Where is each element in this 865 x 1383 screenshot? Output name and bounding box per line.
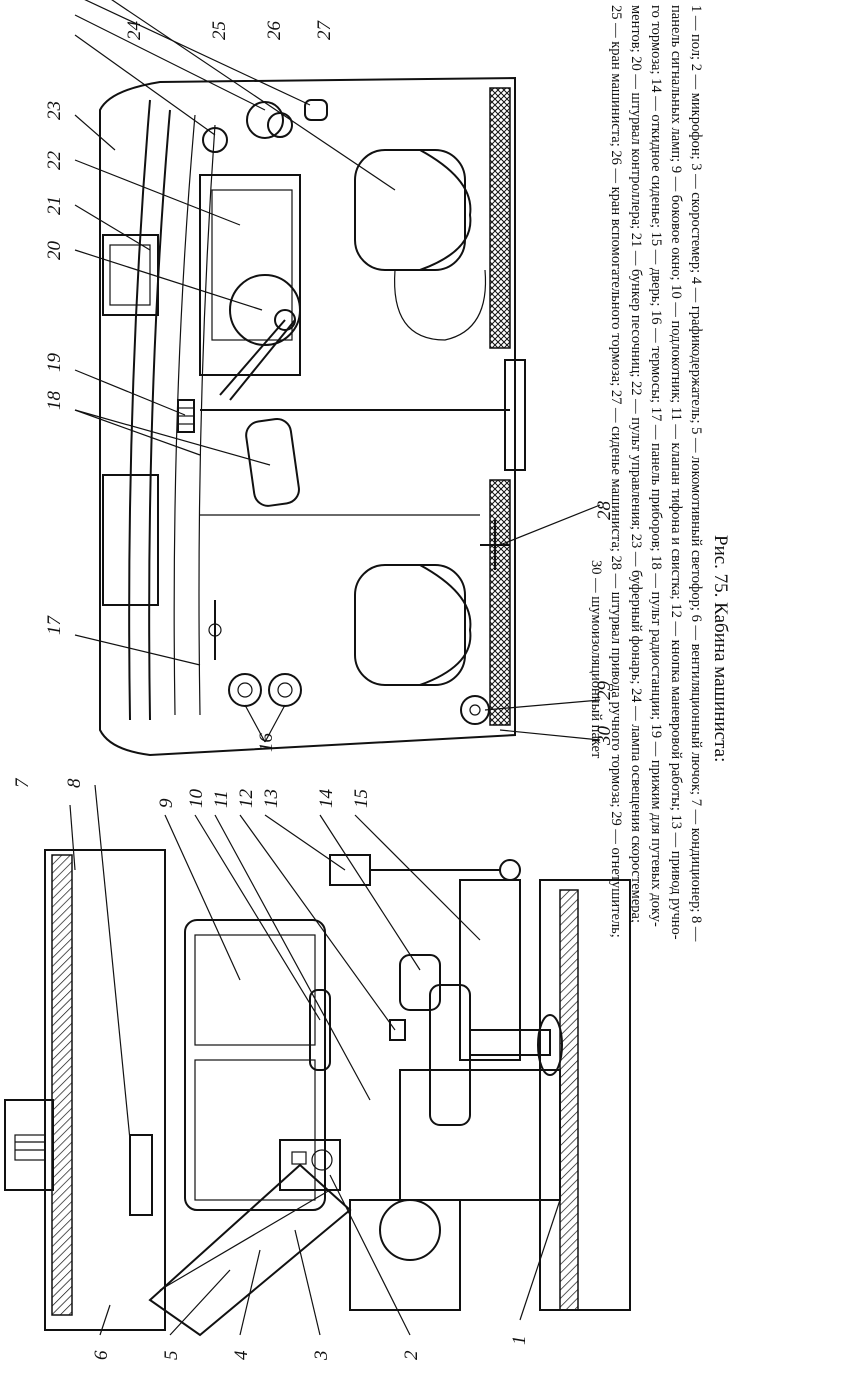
label-18: 18: [44, 391, 65, 411]
label-25: 25: [209, 21, 230, 40]
label-20: 20: [44, 241, 65, 261]
label-27: 27: [314, 20, 335, 41]
label-19: 19: [44, 353, 65, 373]
label-21: 21: [44, 196, 65, 215]
label-13: 13: [261, 789, 282, 808]
side-view-labels: 1 2 3 4 5 6 7 8 9 10 11 12 13 14 15: [12, 777, 530, 1361]
label-7: 7: [12, 777, 33, 788]
label-4: 4: [231, 1350, 252, 1360]
label-22: 22: [44, 151, 65, 171]
label-15: 15: [351, 789, 372, 808]
caption-line-2: панель сигнальных ламп; 9 — боковое окно…: [668, 5, 684, 940]
caption-line-4: ментов; 20 — штурвал контроллера; 21 — б…: [628, 5, 644, 923]
label-6: 6: [91, 1350, 112, 1360]
label-1: 1: [509, 1336, 530, 1346]
label-17: 17: [44, 615, 65, 636]
caption-line-6: 30 — шумоизоляционный пакет: [588, 560, 604, 759]
label-2: 2: [401, 1350, 422, 1360]
label-5: 5: [161, 1351, 182, 1361]
cab-side-view: [4, 784, 631, 1337]
leader-lines: [74, 0, 601, 743]
caption-line-1: 1 — пол; 2 — микрофон; 3 — скоростемер; …: [688, 5, 704, 942]
caption-line-5: 25 — кран машиниста; 26 — кран вспомогат…: [608, 5, 624, 938]
label-28: 28: [594, 501, 615, 521]
label-24: 24: [124, 21, 145, 41]
caption-title: Рис. 75. Кабина машиниста:: [710, 535, 731, 762]
label-30: 30: [594, 726, 615, 747]
label-11: 11: [211, 790, 232, 808]
plan-view-labels: 16 17 18 19 20 21 22 23 24 25 26 27 28 2…: [44, 20, 615, 753]
label-29: 29: [594, 681, 615, 701]
cab-plan-view: [74, 0, 601, 757]
label-8: 8: [64, 778, 85, 788]
figure-caption: Рис. 75. Кабина машиниста: 1 — пол; 2 — …: [588, 5, 731, 942]
label-16: 16: [256, 733, 277, 753]
caption-line-3: го тормоза; 14 — откидное сиденье; 15 — …: [648, 5, 664, 927]
label-14: 14: [316, 789, 337, 809]
label-23: 23: [44, 101, 65, 120]
label-12: 12: [236, 789, 257, 809]
label-3: 3: [311, 1351, 332, 1362]
label-10: 10: [186, 789, 207, 809]
label-9: 9: [156, 798, 177, 808]
label-26: 26: [264, 21, 285, 41]
